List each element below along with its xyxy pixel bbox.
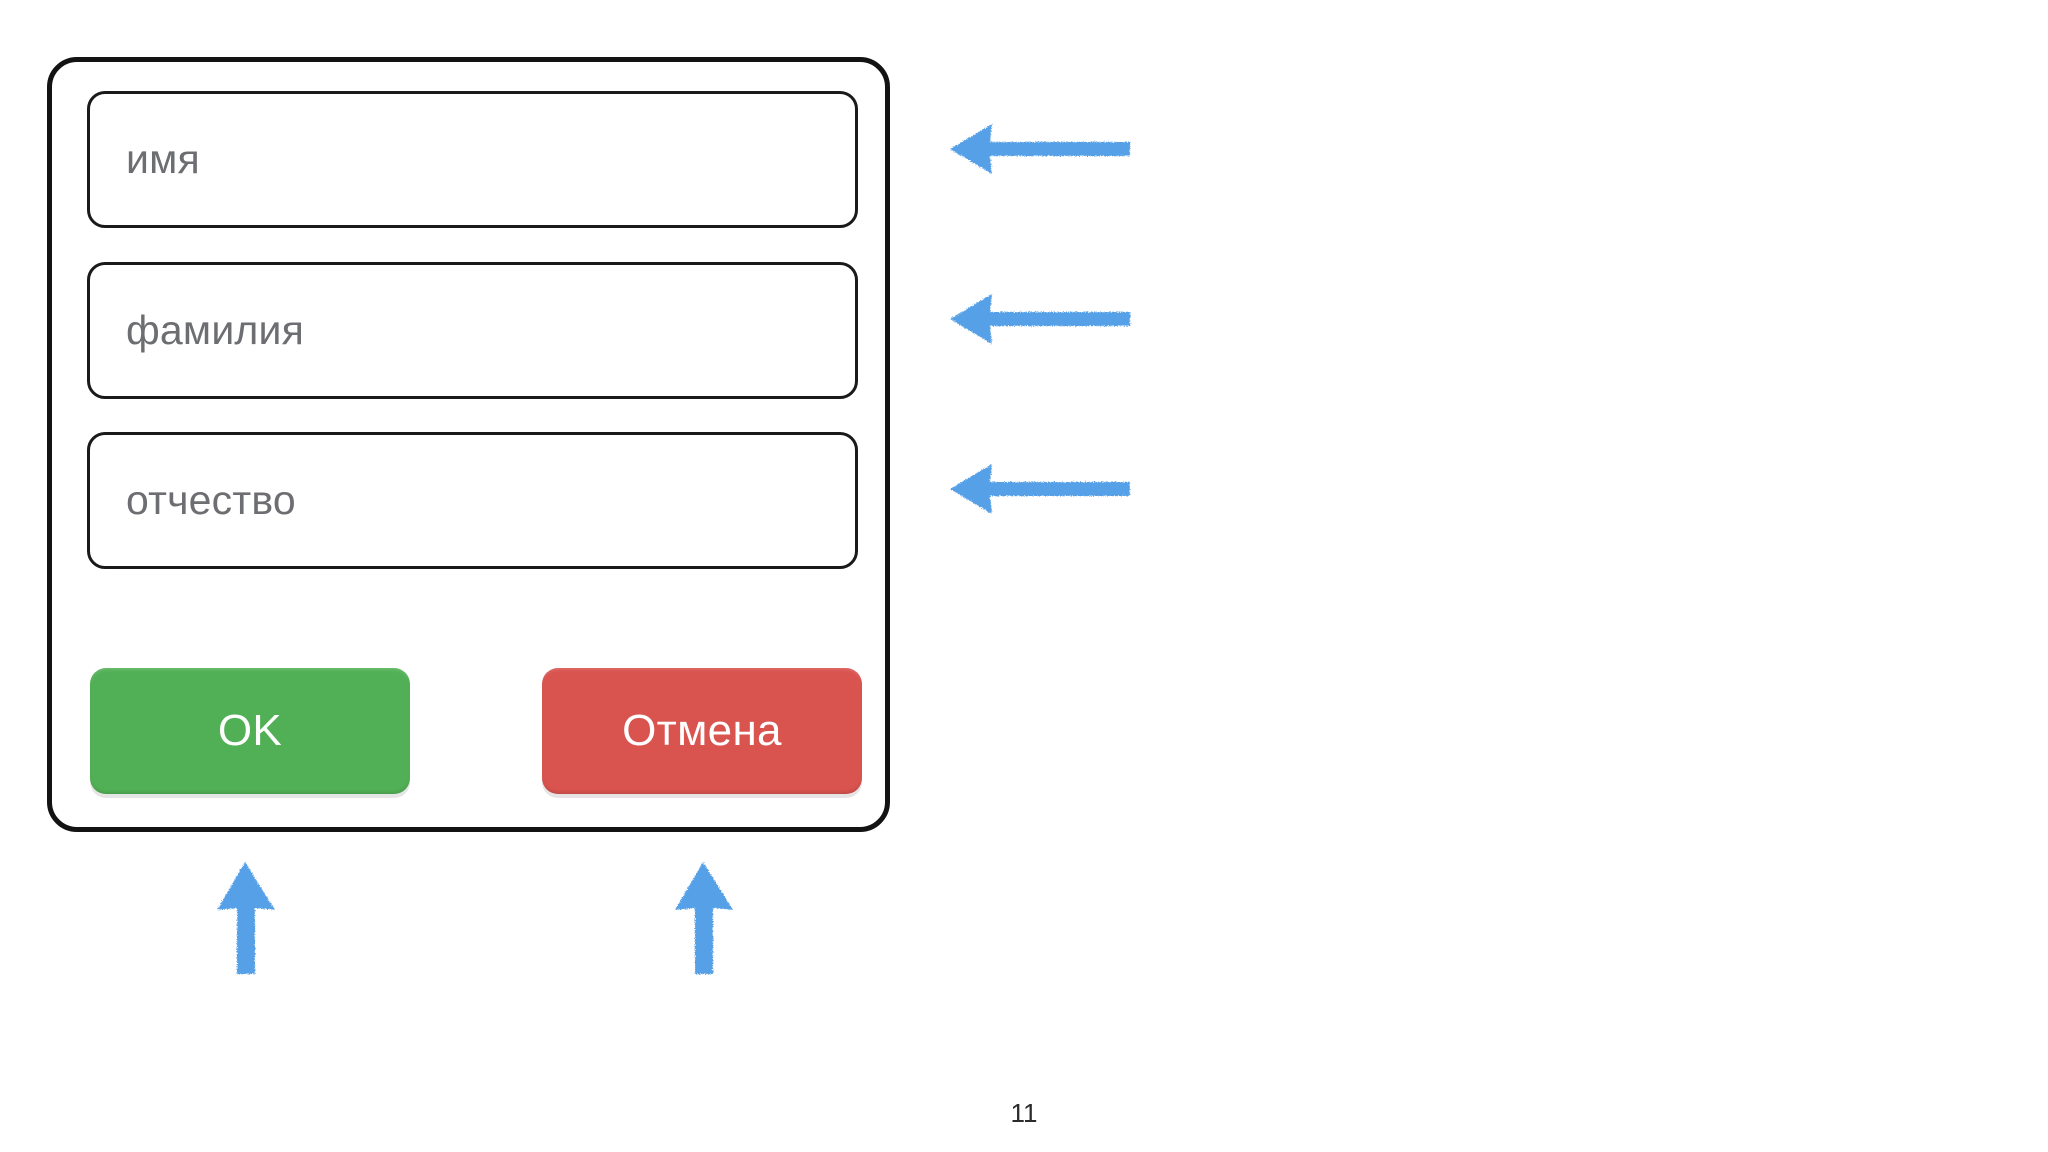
ok-button[interactable]: OK [90, 668, 410, 794]
last-name-placeholder: фамилия [126, 307, 305, 353]
arrow-to-cancel-button-icon [675, 862, 733, 974]
first-name-input[interactable]: имя [87, 91, 858, 228]
arrow-to-ok-button-icon [217, 862, 275, 974]
person-name-dialog: имя фамилия отчество OK Отмена [47, 57, 890, 832]
first-name-placeholder: имя [126, 136, 200, 182]
patronymic-input[interactable]: отчество [87, 432, 858, 569]
arrow-to-patronymic-field-icon [950, 464, 1130, 514]
cancel-button[interactable]: Отмена [542, 668, 862, 794]
arrow-to-first-name-field-icon [950, 124, 1130, 174]
last-name-input[interactable]: фамилия [87, 262, 858, 399]
page-number: 11 [1010, 1098, 1038, 1128]
arrow-to-last-name-field-icon [950, 294, 1130, 344]
patronymic-placeholder: отчество [126, 477, 296, 523]
